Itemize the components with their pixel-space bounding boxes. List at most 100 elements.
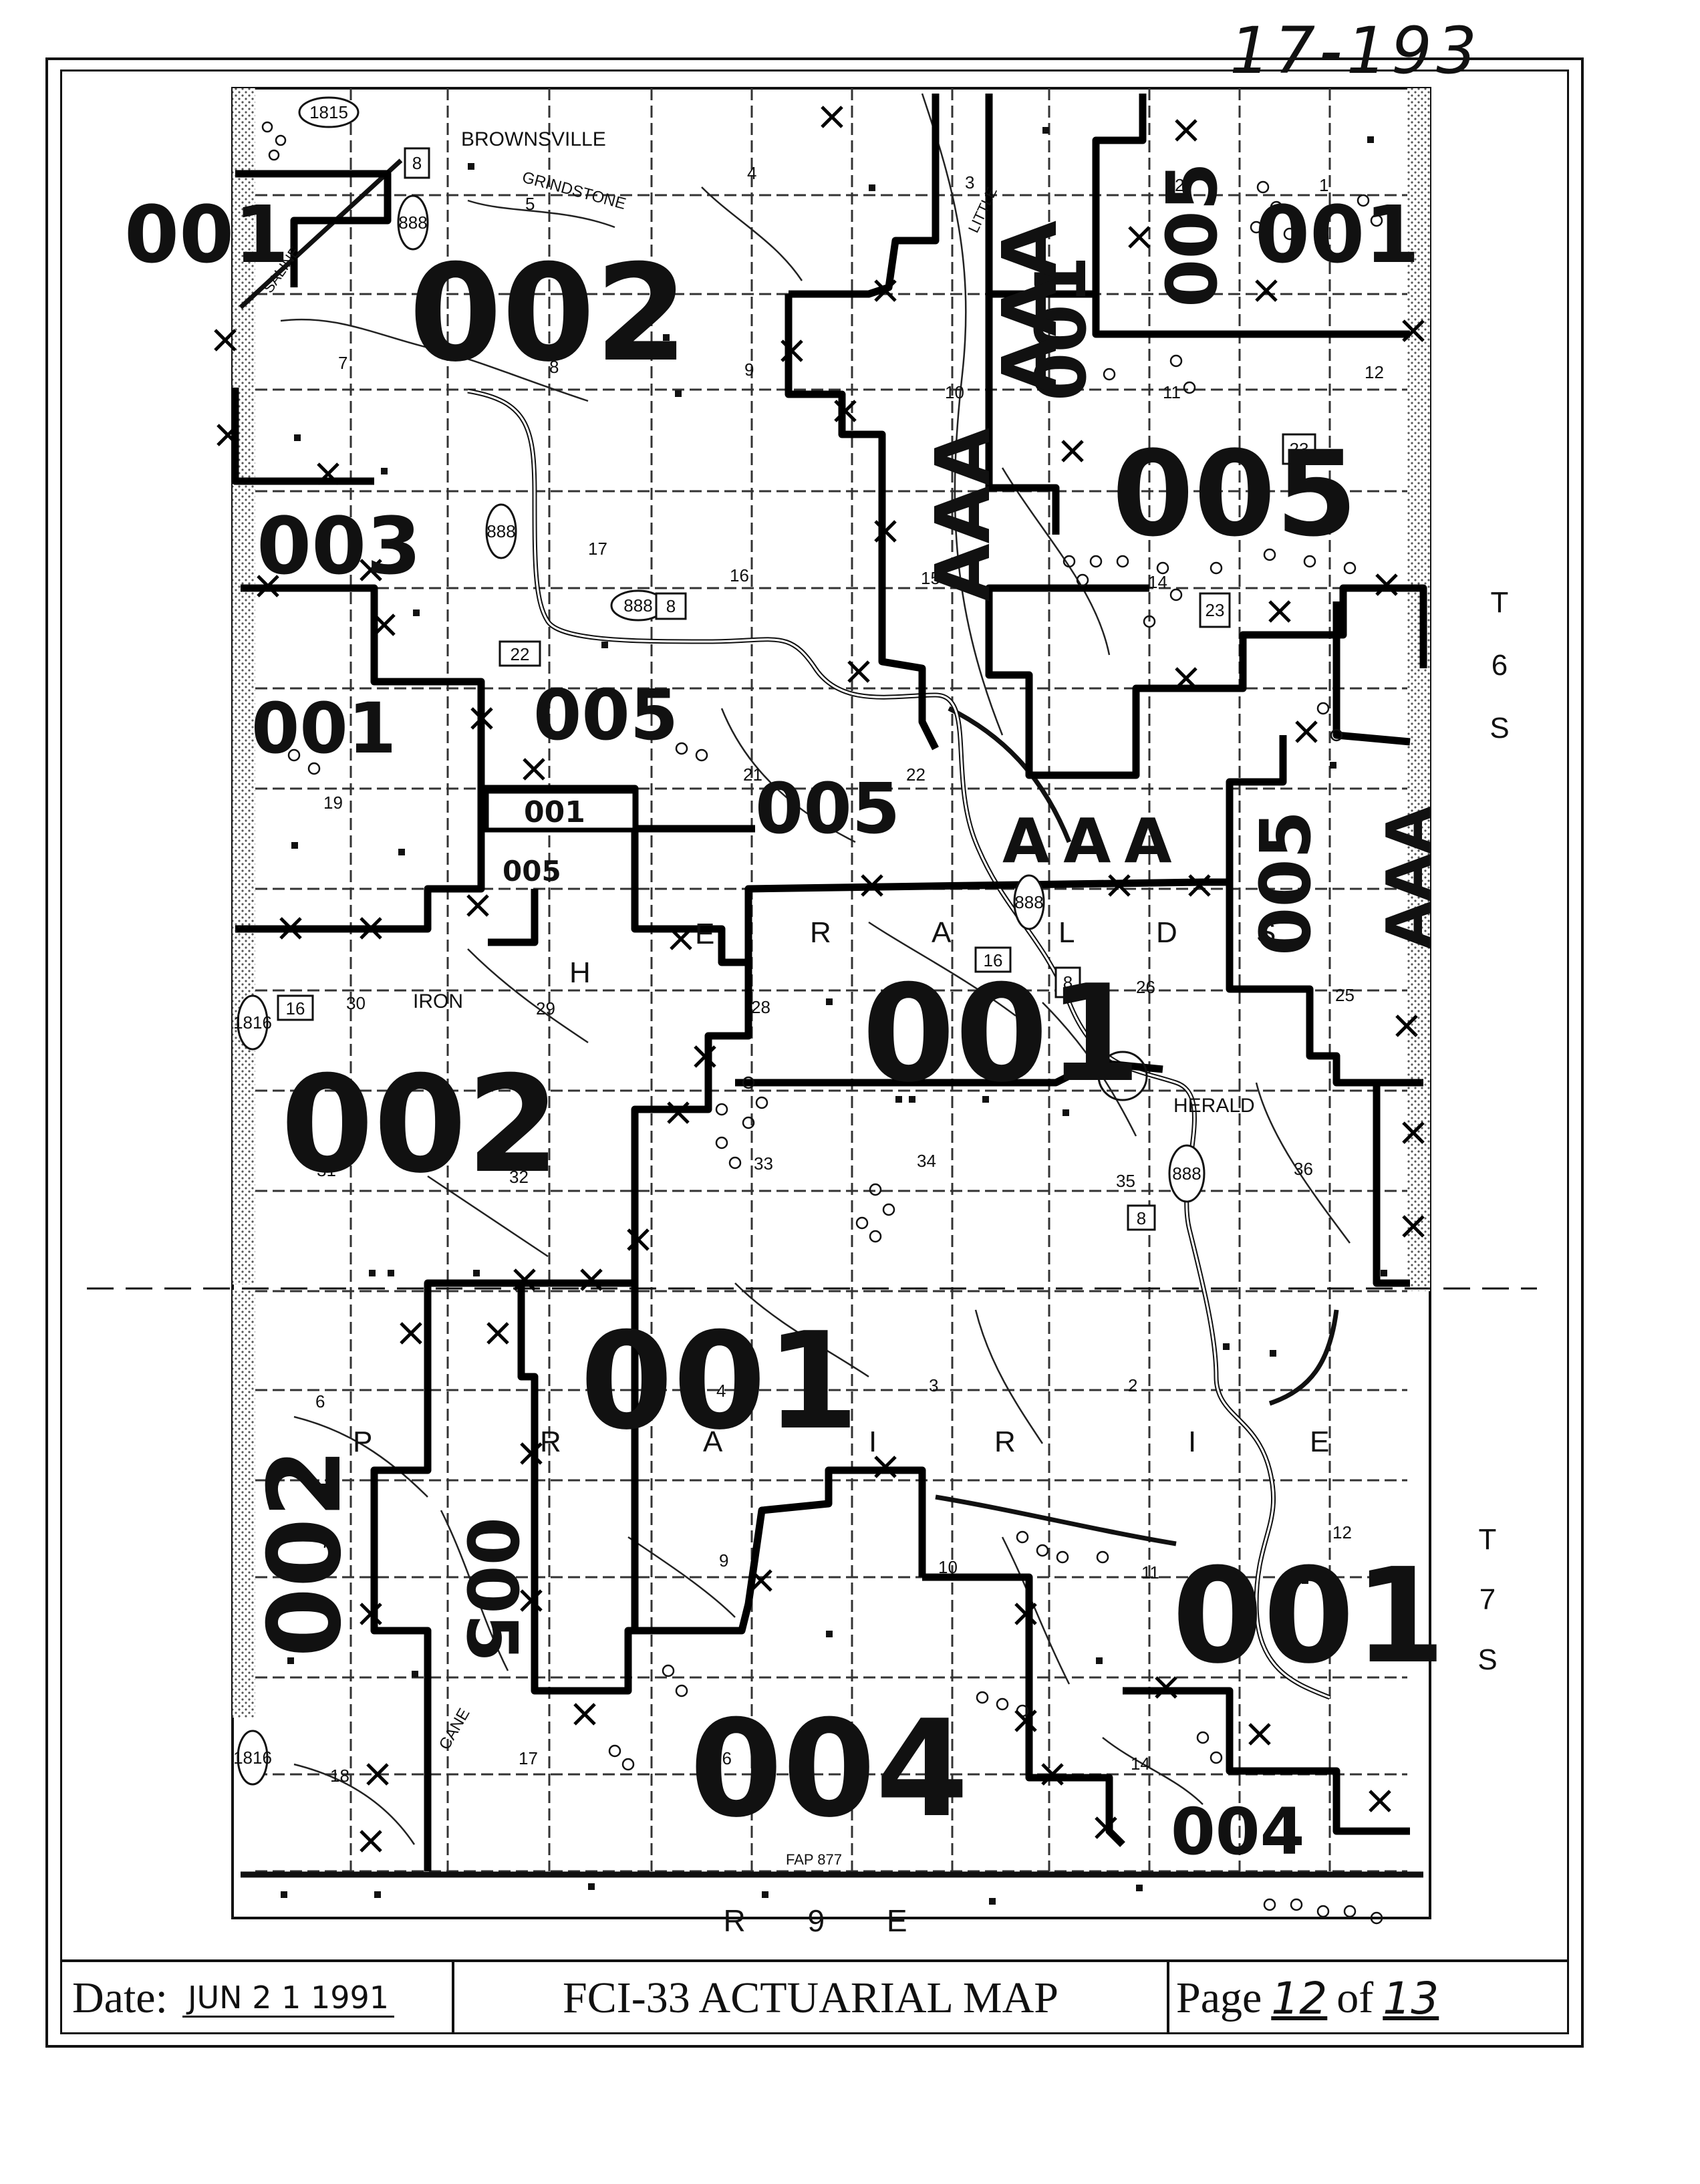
zone-codes: 001 002 001 005 001 005 003 001 005 005 … [124,162,1445,1869]
zone-code-002: 002 [409,236,688,392]
route-1816-label: 1816 [233,1012,272,1033]
label-t6s-6: 6 [1492,649,1508,682]
footer-title-cell: FCI-33 ACTUARIAL MAP [454,1962,1169,2034]
zone-code-002-large: 002 [281,1047,559,1203]
section-number: 32 [509,1167,529,1187]
section-number: 4 [747,163,756,183]
herald-letter-d: D [1156,916,1177,949]
place-iron: IRON [413,990,463,1012]
section-number: 5 [525,194,535,214]
zone-code-aaa: AAA [920,428,1007,601]
route-8-label-2: 8 [666,596,676,616]
route-1815-label: 1815 [309,102,348,122]
section-number: 17 [588,539,607,559]
label-t7s-t: T [1479,1523,1497,1556]
section-number: 3 [965,172,974,192]
label-t6s-s: S [1490,712,1509,744]
section-number: 29 [536,998,555,1018]
label-t7s-s: S [1477,1643,1497,1676]
zone-code-001: 001 [124,188,289,281]
section-number: 1 [1319,175,1328,195]
section-number: 34 [917,1151,936,1171]
section-number: 14 [1131,1754,1150,1774]
route-8-label: 8 [412,153,422,173]
route-23-label: 23 [1290,439,1309,459]
prairie-letter-r1: R [540,1425,561,1458]
streams [280,93,1351,1845]
date-label: Date: [72,1973,168,2022]
zone-box-001 [484,789,638,833]
route-16-label-2: 16 [984,950,1003,970]
section-number: 10 [938,1557,958,1577]
label-r9e: R 9 E [723,1903,934,1938]
label-t6s-t: T [1491,586,1509,619]
section-number: 10 [945,382,964,402]
section-number: 14 [1148,572,1167,592]
label-t7s-7: 7 [1479,1583,1496,1616]
section-number: 35 [1116,1171,1135,1191]
section-numbers: 1 2 3 4 5 7 8 9 10 11 12 14 15 16 17 19 … [315,163,1384,1786]
zone-code-aaa: AAA [1002,805,1185,877]
section-number: 31 [317,1160,336,1180]
prairie-letter-r2: R [994,1425,1016,1458]
zone-code-005: 005 [755,768,900,849]
left-margin-stipple-lower [233,1290,255,1718]
section-number: 9 [744,360,754,380]
section-number: 21 [743,765,762,785]
zone-code-005: 005 [1151,162,1233,307]
section-number: 3 [929,1375,938,1395]
section-number: 7 [321,1532,330,1552]
section-number: 12 [1332,1522,1352,1542]
section-number: 18 [330,1766,349,1786]
section-number: 2 [1175,175,1184,195]
herald-letter-e: E [695,918,714,950]
section-number: 11 [1163,382,1181,402]
building-dots [281,127,1387,1905]
inner-frame [60,70,1569,2034]
document-number: 17-193 [1230,13,1481,88]
page-label: Page [1176,1973,1262,2022]
place-brownsville: BROWNSVILLE [461,128,606,150]
section-number: 22 [906,765,926,785]
prairie-letter-i2: I [1188,1425,1196,1458]
route-16-label: 16 [286,998,305,1018]
prairie-letter-a: A [703,1425,723,1458]
section-number: 15 [921,568,940,588]
section-number: 17 [519,1748,538,1768]
zone-code-001: 001 [1255,188,1419,281]
outer-frame [45,57,1584,2048]
footer-date-cell: Date: JUN 2 1 1991 [60,1962,454,2034]
of-label: of [1336,1973,1374,2022]
route-1816-label-2: 1816 [233,1748,272,1768]
section-number: 25 [1335,985,1355,1005]
pond-clusters [261,121,1383,1925]
herald-letter-a: A [932,916,952,949]
map-title: FCI-33 ACTUARIAL MAP [563,1973,1058,2022]
route-888-label-4: 888 [1014,892,1043,912]
section-number: 4 [716,1381,726,1401]
footer-page-cell: Page 12 of 13 [1169,1962,1569,2034]
zone-code-001-large: 001 [1172,1540,1445,1693]
zone-code-aaa: AAA [987,221,1074,394]
place-fap: FAP 877 [786,1851,842,1868]
route-shields: 1815 8 888 888 888 8 22 23 23 1816 16 16… [233,96,1316,1786]
boundary-x-marks [214,106,1425,1853]
route-8-label-3: 8 [1137,1208,1146,1228]
section-number: 6 [315,1391,325,1411]
herald-circle-marker [1097,1051,1148,1101]
margin-labels: T 6 S T 7 S R 9 E [723,586,1509,1938]
map-footer: Date: JUN 2 1 1991 FCI-33 ACTUARIAL MAP … [60,1959,1569,2034]
zone-code-001: 001 [251,688,396,769]
prairie-letter-p: P [353,1425,372,1458]
page-total: 13 [1383,1972,1439,2024]
section-number: 30 [346,993,366,1013]
section-number: 36 [1294,1159,1313,1179]
place-herald: HERALD [1173,1095,1255,1117]
zone-code-004: 004 [1171,1794,1304,1869]
section-number: 16 [712,1748,732,1768]
herald-letter-l: L [1058,916,1075,949]
route-888-label-5: 888 [1172,1164,1201,1184]
section-grid [255,88,1407,1873]
zone-code-001-large: 001 [580,1304,859,1460]
zone-code-aaa: AAA [1373,806,1445,949]
